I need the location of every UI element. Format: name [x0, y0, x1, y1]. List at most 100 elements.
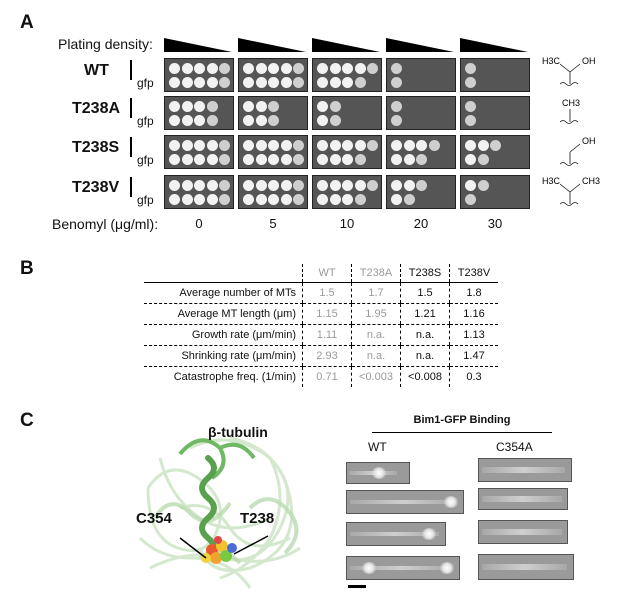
colony-spot	[416, 180, 427, 191]
colony-spot	[403, 140, 415, 151]
colony-spot	[329, 140, 341, 151]
valine-structure: H3C CH3	[542, 176, 600, 206]
colony-spot	[465, 154, 476, 165]
colony-spot	[255, 115, 267, 126]
micrograph-c354a-2	[478, 488, 568, 510]
colony-spot	[219, 180, 230, 191]
colony-spot	[169, 115, 180, 126]
strain-name: T238V	[72, 179, 120, 196]
colony-spot	[293, 77, 304, 88]
table-cell: 1.5	[400, 282, 450, 304]
colony-spot	[169, 77, 180, 88]
t238-label: T238	[240, 510, 275, 527]
micrograph-wt-2	[346, 490, 464, 514]
density-wedge	[238, 38, 306, 52]
colony-spot	[317, 154, 328, 165]
colony-spot	[268, 194, 279, 205]
colony-spot	[354, 140, 366, 151]
colony-spot	[181, 194, 193, 205]
colony-spot	[219, 154, 230, 165]
colony-spot	[255, 140, 267, 151]
colony-spot	[206, 115, 218, 126]
plate-cell	[460, 58, 530, 92]
strain-bracket	[130, 98, 132, 118]
strain-name: T238S	[72, 139, 120, 156]
colony-spot	[206, 154, 218, 165]
colony-spot	[255, 101, 267, 112]
row-label: Average MT length (μm)	[144, 303, 303, 325]
table-cell: <0.008	[400, 366, 450, 387]
colony-spot	[268, 77, 279, 88]
colony-spot	[354, 63, 366, 74]
column-header: T238V	[449, 264, 498, 283]
strain-name: WT	[84, 62, 109, 79]
beta-tubulin-label: β-tubulin	[208, 424, 268, 440]
colony-spot	[329, 77, 341, 88]
row-label: Average number of MTs	[144, 282, 303, 304]
colony-spot	[317, 140, 328, 151]
row-label: Catastrophe freq. (1/min)	[173, 371, 296, 383]
table-cell: 1.13	[449, 324, 498, 346]
colony-spot	[317, 115, 328, 126]
colony-spot	[268, 154, 279, 165]
colony-spot	[255, 77, 267, 88]
scale-bar	[348, 585, 366, 588]
colony-spot	[194, 101, 205, 112]
colony-spot	[181, 115, 193, 126]
colony-spot	[329, 63, 341, 74]
row-label: Growth rate (μm/min)	[144, 324, 303, 346]
colony-spot	[293, 154, 304, 165]
colony-spot	[354, 154, 366, 165]
plate-cell	[164, 96, 234, 130]
colony-spot	[465, 101, 476, 112]
plating-density-label: Plating density:	[58, 36, 153, 52]
colony-spot	[280, 77, 292, 88]
colony-spot	[169, 140, 180, 151]
colony-spot	[342, 77, 353, 88]
table-cell: <0.003	[351, 366, 401, 387]
colony-spot	[255, 180, 267, 191]
density-wedge	[460, 38, 528, 52]
colony-spot	[490, 140, 501, 151]
plate-cell	[312, 135, 382, 169]
colony-spot	[194, 115, 205, 126]
colony-spot	[194, 154, 205, 165]
colony-spot	[293, 194, 304, 205]
colony-spot	[280, 140, 292, 151]
colony-spot	[391, 115, 402, 126]
colony-spot	[181, 140, 193, 151]
colony-spot	[255, 63, 267, 74]
colony-spot	[194, 140, 205, 151]
benomyl-label: Benomyl (μg/ml):	[52, 216, 159, 232]
colony-spot	[194, 77, 205, 88]
colony-spot	[268, 101, 279, 112]
structure-label: CH3	[582, 176, 600, 186]
plate-cell	[238, 96, 308, 130]
title-underline	[372, 432, 552, 433]
colony-spot	[293, 63, 304, 74]
colony-spot	[391, 77, 402, 88]
micrograph-wt-3	[346, 522, 446, 546]
plate-cell	[238, 175, 308, 209]
structure-label: OH	[582, 136, 596, 146]
plate-cell	[312, 175, 382, 209]
colony-spot	[243, 140, 254, 151]
colony-spot	[181, 154, 193, 165]
density-wedge	[164, 38, 232, 52]
colony-spot	[243, 77, 254, 88]
colony-spot	[169, 63, 180, 74]
col-label-wt: WT	[368, 440, 387, 454]
table-cell: n.a.	[400, 324, 450, 346]
colony-spot	[219, 140, 230, 151]
plate-cell	[386, 58, 456, 92]
structure-label: H3C	[542, 176, 561, 186]
density-wedge	[312, 38, 380, 52]
table-cell: n.a.	[351, 324, 401, 346]
colony-spot	[268, 115, 279, 126]
colony-spot	[206, 101, 218, 112]
colony-spot	[219, 63, 230, 74]
colony-spot	[206, 63, 218, 74]
table-cell: 1.95	[351, 303, 401, 325]
colony-spot	[391, 154, 402, 165]
